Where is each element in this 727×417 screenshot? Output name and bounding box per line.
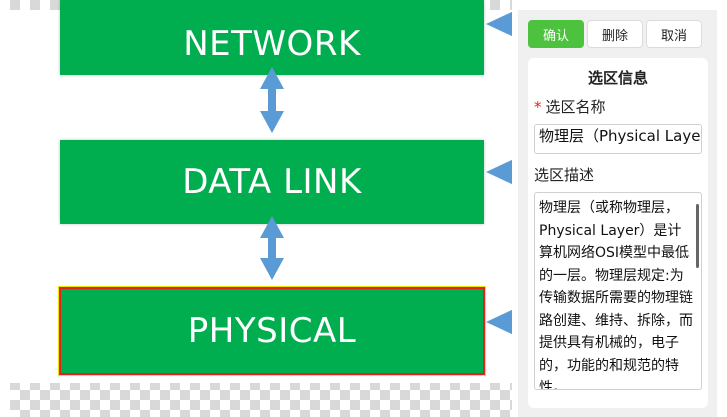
left-arrow-icon <box>486 11 512 37</box>
delete-button[interactable]: 删除 <box>587 20 643 48</box>
region-description-textarea[interactable]: 物理层（或称物理层，Physical Layer）是计算机网络OSI模型中最低的… <box>534 192 702 390</box>
cancel-button[interactable]: 取消 <box>646 20 702 48</box>
transparent-area <box>10 383 512 417</box>
left-arrow-icon <box>486 159 512 185</box>
double-arrow-icon <box>260 67 284 133</box>
layer-label-data-link: DATA LINK <box>182 162 362 202</box>
action-toolbar: 确认 删除 取消 <box>528 20 702 48</box>
image-canvas[interactable]: NETWORK DATA LINK PHYSICAL <box>0 0 512 417</box>
region-editor-panel: 确认 删除 取消 选区信息 *选区名称 物理层（Physical Layer） … <box>518 10 717 417</box>
region-name-label-text: 选区名称 <box>545 98 606 116</box>
region-info-title: 选区信息 <box>587 69 648 87</box>
region-name-input[interactable]: 物理层（Physical Layer） <box>534 124 702 154</box>
layer-box-physical-selected[interactable]: PHYSICAL <box>58 286 486 376</box>
left-arrow-icon <box>486 309 512 335</box>
layer-box-network[interactable]: NETWORK <box>60 0 484 75</box>
textarea-scrollbar[interactable] <box>696 204 699 268</box>
layer-label-physical: PHYSICAL <box>187 311 357 351</box>
double-arrow-icon <box>260 216 284 280</box>
confirm-button[interactable]: 确认 <box>528 20 584 48</box>
layer-label-network: NETWORK <box>183 23 361 64</box>
region-description-label: 选区描述 <box>534 166 595 184</box>
osi-diagram-image[interactable]: NETWORK DATA LINK PHYSICAL <box>10 0 512 383</box>
region-info-card: 选区信息 *选区名称 物理层（Physical Layer） 选区描述 物理层（… <box>528 58 708 408</box>
layer-box-data-link[interactable]: DATA LINK <box>60 140 484 224</box>
region-name-label: *选区名称 <box>534 96 606 117</box>
required-mark: * <box>534 98 542 116</box>
canvas-margin <box>0 0 10 417</box>
